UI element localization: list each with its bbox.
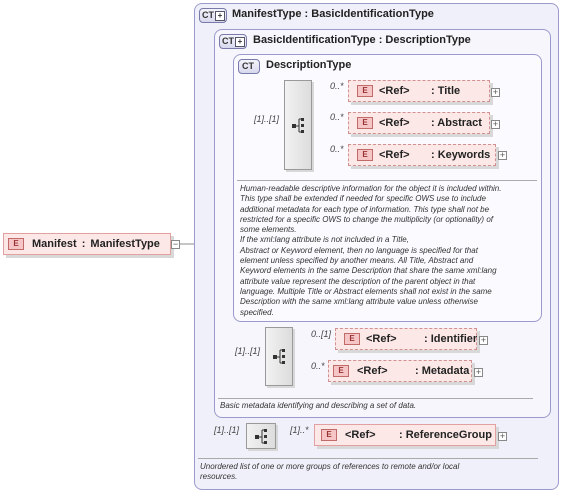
doc-separator: [237, 180, 537, 181]
sequence-compositor[interactable]: [265, 327, 293, 386]
expand-icon[interactable]: +: [474, 367, 483, 377]
keywords-cardinality: 0..*: [330, 144, 344, 154]
sequence-cardinality: [1]..[1]: [235, 346, 261, 356]
sequence-cardinality: [1]..[1]: [254, 114, 280, 124]
doc-separator: [218, 398, 533, 399]
element-icon: E: [357, 117, 373, 129]
element-metadata[interactable]: E <Ref> : Metadata: [328, 360, 472, 382]
element-icon: E: [321, 429, 337, 441]
element-icon: E: [8, 238, 24, 250]
collapse-icon[interactable]: −: [171, 239, 180, 249]
element-title[interactable]: E <Ref> : Title: [348, 80, 490, 102]
expand-icon[interactable]: +: [491, 87, 500, 97]
complex-type-icon: CT+: [219, 34, 247, 49]
sequence-compositor[interactable]: [246, 423, 276, 449]
identifier-cardinality: 0..[1]: [311, 329, 332, 339]
expand-icon[interactable]: +: [491, 119, 500, 129]
sequence-cardinality: [1]..[1]: [214, 425, 240, 435]
description-type-title: DescriptionType: [266, 59, 352, 71]
element-reference-group[interactable]: E <Ref> : ReferenceGroup: [314, 424, 496, 446]
element-abstract[interactable]: E <Ref> : Abstract: [348, 112, 490, 134]
manifest-type-documentation: Unordered list of one or more groups of …: [200, 462, 460, 482]
basic-identification-type-title: BasicIdentificationType : DescriptionTyp…: [253, 34, 471, 46]
basic-identification-type-documentation: Basic metadata identifying and describin…: [220, 401, 417, 410]
metadata-cardinality: 0..*: [311, 361, 325, 371]
manifest-type-title: ManifestType : BasicIdentificationType: [232, 8, 434, 20]
reference-group-cardinality: [1]..*: [290, 425, 309, 435]
element-keywords[interactable]: E <Ref> : Keywords: [348, 144, 496, 166]
title-cardinality: 0..*: [330, 81, 344, 91]
element-icon: E: [357, 85, 373, 97]
sequence-icon: [255, 429, 267, 444]
root-element-label: Manifest : ManifestType: [32, 238, 160, 250]
expand-icon[interactable]: +: [479, 335, 488, 345]
element-identifier[interactable]: E <Ref> : Identifier: [335, 328, 477, 350]
expand-icon[interactable]: +: [498, 150, 507, 160]
sequence-icon: [292, 118, 304, 133]
element-icon: E: [344, 333, 360, 345]
complex-type-icon: CT+: [199, 8, 227, 23]
element-icon: E: [333, 365, 349, 377]
element-icon: E: [357, 149, 373, 161]
sequence-icon: [273, 349, 285, 364]
abstract-cardinality: 0..*: [330, 112, 344, 122]
root-element-manifest[interactable]: E Manifest : ManifestType: [3, 233, 171, 255]
complex-type-icon: CT: [238, 59, 260, 74]
expand-icon[interactable]: +: [498, 431, 507, 441]
doc-separator: [198, 458, 538, 459]
sequence-compositor[interactable]: [284, 80, 312, 170]
description-type-documentation: Human-readable descriptive information f…: [240, 184, 502, 317]
